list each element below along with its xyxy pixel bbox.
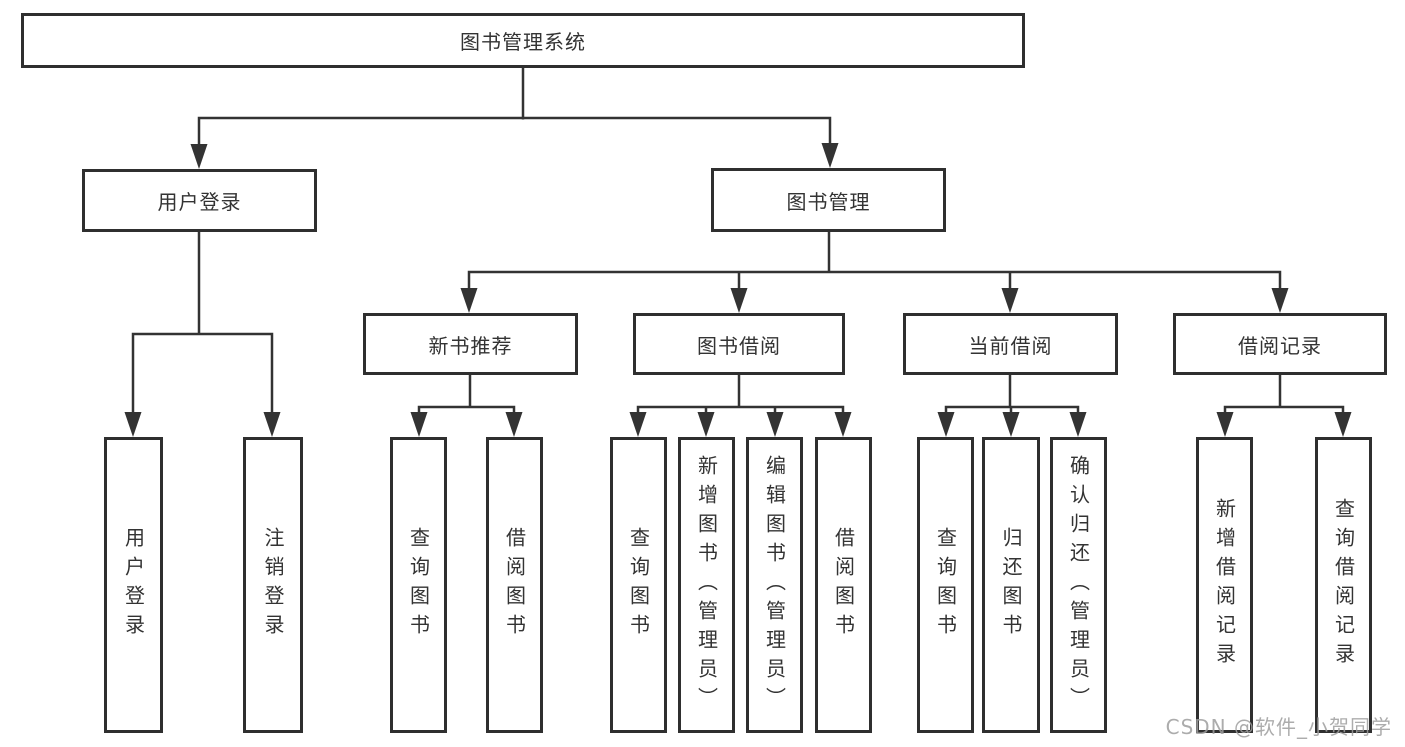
leaf-borrow-add-book-admin-label: 新增图书（管理员）	[694, 454, 719, 716]
node-book-management: 图书管理	[711, 168, 946, 232]
leaf-current-query-book: 查询图书	[917, 437, 974, 733]
leaf-current-confirm-return-admin-label: 确认归还（管理员）	[1066, 454, 1091, 716]
node-borrow-record: 借阅记录	[1173, 313, 1387, 375]
connector-newbook-to-leaves	[417, 375, 516, 416]
connector-user-login-to-leaves	[131, 232, 274, 416]
leaf-record-query-record: 查询借阅记录	[1315, 437, 1372, 733]
node-user-login: 用户登录	[82, 169, 317, 232]
leaf-current-confirm-return-admin: 确认归还（管理员）	[1050, 437, 1107, 733]
leaf-user-login-label: 用户登录	[121, 527, 146, 643]
leaf-borrow-borrow-book: 借阅图书	[815, 437, 872, 733]
connector-root-to-level2	[197, 68, 832, 148]
node-root: 图书管理系统	[21, 13, 1025, 68]
node-new-book-recommend: 新书推荐	[363, 313, 578, 375]
leaf-current-query-book-label: 查询图书	[933, 527, 958, 643]
leaf-borrow-query-book: 查询图书	[610, 437, 667, 733]
node-current-borrow-label: 当前借阅	[968, 333, 1053, 358]
leaf-borrow-edit-book-admin: 编辑图书（管理员）	[746, 437, 803, 733]
leaf-borrow-edit-book-admin-label: 编辑图书（管理员）	[762, 454, 787, 716]
leaf-newbook-borrow-book: 借阅图书	[486, 437, 543, 733]
leaf-borrow-query-book-label: 查询图书	[626, 527, 651, 643]
node-user-login-label: 用户登录	[157, 190, 242, 214]
node-borrow-record-label: 借阅记录	[1238, 333, 1322, 358]
leaf-record-add-record-label: 新增借阅记录	[1212, 498, 1237, 672]
node-new-book-recommend-label: 新书推荐	[428, 333, 513, 358]
leaf-borrow-add-book-admin: 新增图书（管理员）	[678, 437, 735, 733]
leaf-newbook-borrow-book-label: 借阅图书	[502, 527, 527, 643]
connector-record-to-leaves	[1223, 375, 1345, 416]
node-book-borrow-label: 图书借阅	[697, 333, 781, 358]
leaf-current-return-book-label: 归还图书	[999, 527, 1023, 643]
node-current-borrow: 当前借阅	[903, 313, 1118, 375]
leaf-current-return-book: 归还图书	[982, 437, 1040, 733]
node-book-management-label: 图书管理	[786, 189, 871, 214]
leaf-newbook-query-book: 查询图书	[390, 437, 447, 733]
node-root-label: 图书管理系统	[460, 30, 586, 54]
leaf-logout-label: 注销登录	[261, 527, 285, 643]
leaf-record-query-record-label: 查询借阅记录	[1331, 498, 1356, 672]
connector-borrow-to-leaves	[636, 375, 845, 416]
watermark: CSDN @软件_小贺同学	[1165, 715, 1392, 739]
leaf-record-add-record: 新增借阅记录	[1196, 437, 1253, 733]
leaf-borrow-borrow-book-label: 借阅图书	[831, 527, 856, 643]
arrowheads	[124, 143, 1352, 437]
connector-current-to-leaves	[944, 375, 1080, 416]
connector-book-mgmt-to-level3	[467, 232, 1282, 292]
leaf-newbook-query-book-label: 查询图书	[406, 527, 431, 643]
leaf-logout: 注销登录	[243, 437, 303, 733]
leaf-user-login: 用户登录	[104, 437, 163, 733]
node-book-borrow: 图书借阅	[633, 313, 845, 375]
